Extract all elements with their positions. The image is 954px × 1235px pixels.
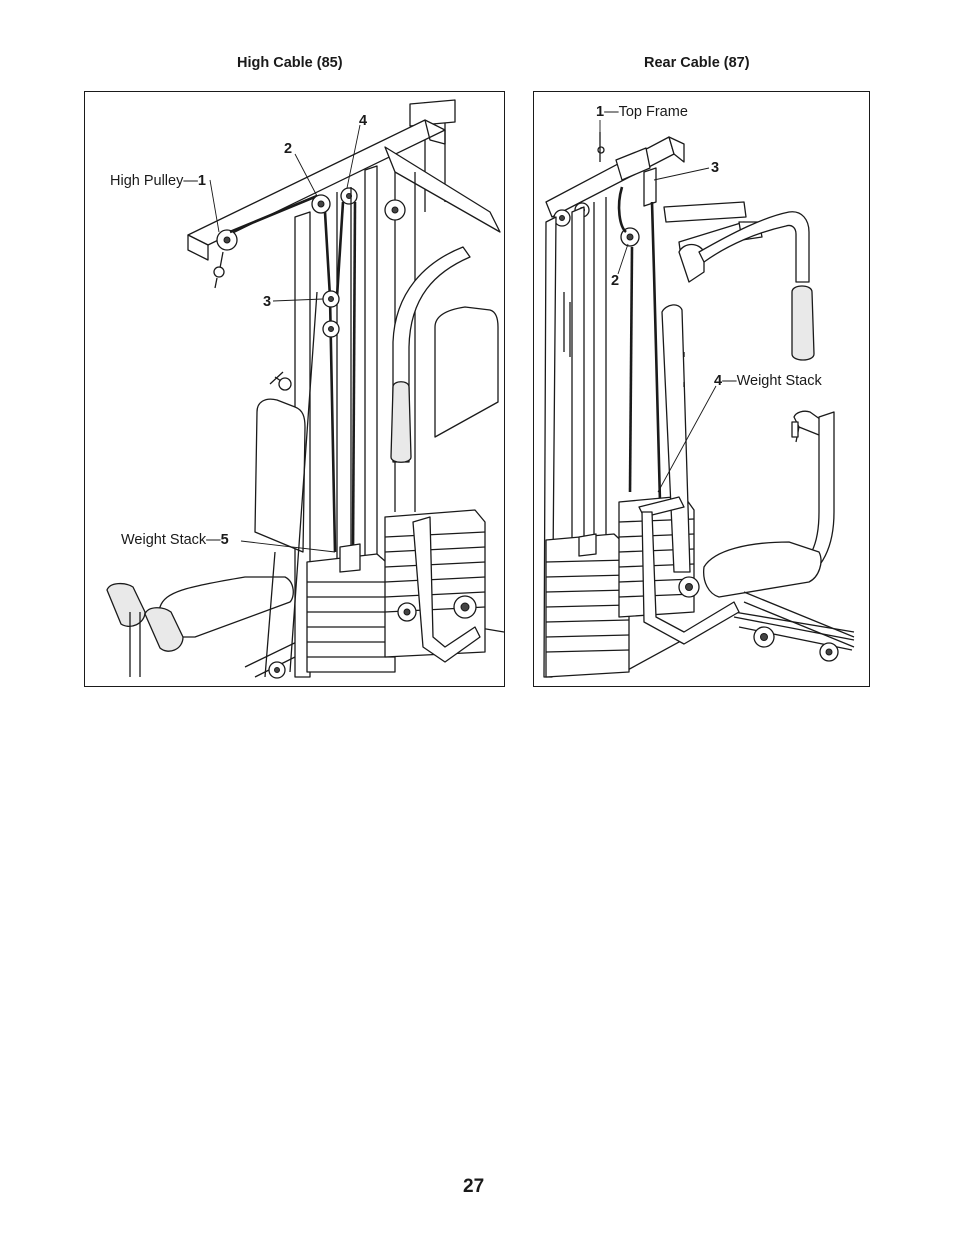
high-cable-illustration xyxy=(106,99,504,679)
rear-cable-illustration xyxy=(543,120,855,678)
callout-number: 2 xyxy=(284,141,293,157)
callout-3-right: 3 xyxy=(711,161,719,176)
figure-title-rear-cable: Rear Cable (87) xyxy=(644,55,750,71)
callout-label: High Pulley— xyxy=(110,173,198,189)
callout-number: 4 xyxy=(359,113,368,129)
callout-weight-stack-left: Weight Stack—5 xyxy=(121,533,229,548)
callout-number: 5 xyxy=(220,532,229,548)
callout-number: 3 xyxy=(263,294,272,310)
callout-top-frame: 1—Top Frame xyxy=(596,105,688,120)
rear-cable-diagram: 1—Top Frame 2 3 4—Weight Stack xyxy=(533,91,870,687)
callout-weight-stack-right: 4—Weight Stack xyxy=(714,374,822,389)
callout-number: 3 xyxy=(711,160,720,176)
figure-title-high-cable: High Cable (85) xyxy=(237,55,343,71)
callout-label: —Weight Stack xyxy=(722,373,822,389)
callout-label: Weight Stack— xyxy=(121,532,221,548)
callout-3-left: 3 xyxy=(263,295,271,310)
callout-2-right: 2 xyxy=(611,274,619,289)
callout-number: 2 xyxy=(611,273,620,289)
callout-number: 4 xyxy=(714,373,723,389)
callout-number: 1 xyxy=(197,173,206,189)
callout-label: —Top Frame xyxy=(604,104,688,120)
callout-high-pulley: High Pulley—1 xyxy=(110,174,206,189)
callout-2-left: 2 xyxy=(284,142,292,157)
page-number: 27 xyxy=(463,1176,485,1197)
callout-4-left: 4 xyxy=(359,114,367,129)
callout-number: 1 xyxy=(596,104,605,120)
high-cable-diagram: High Pulley—1 2 3 4 Weight Stack—5 xyxy=(84,91,505,687)
